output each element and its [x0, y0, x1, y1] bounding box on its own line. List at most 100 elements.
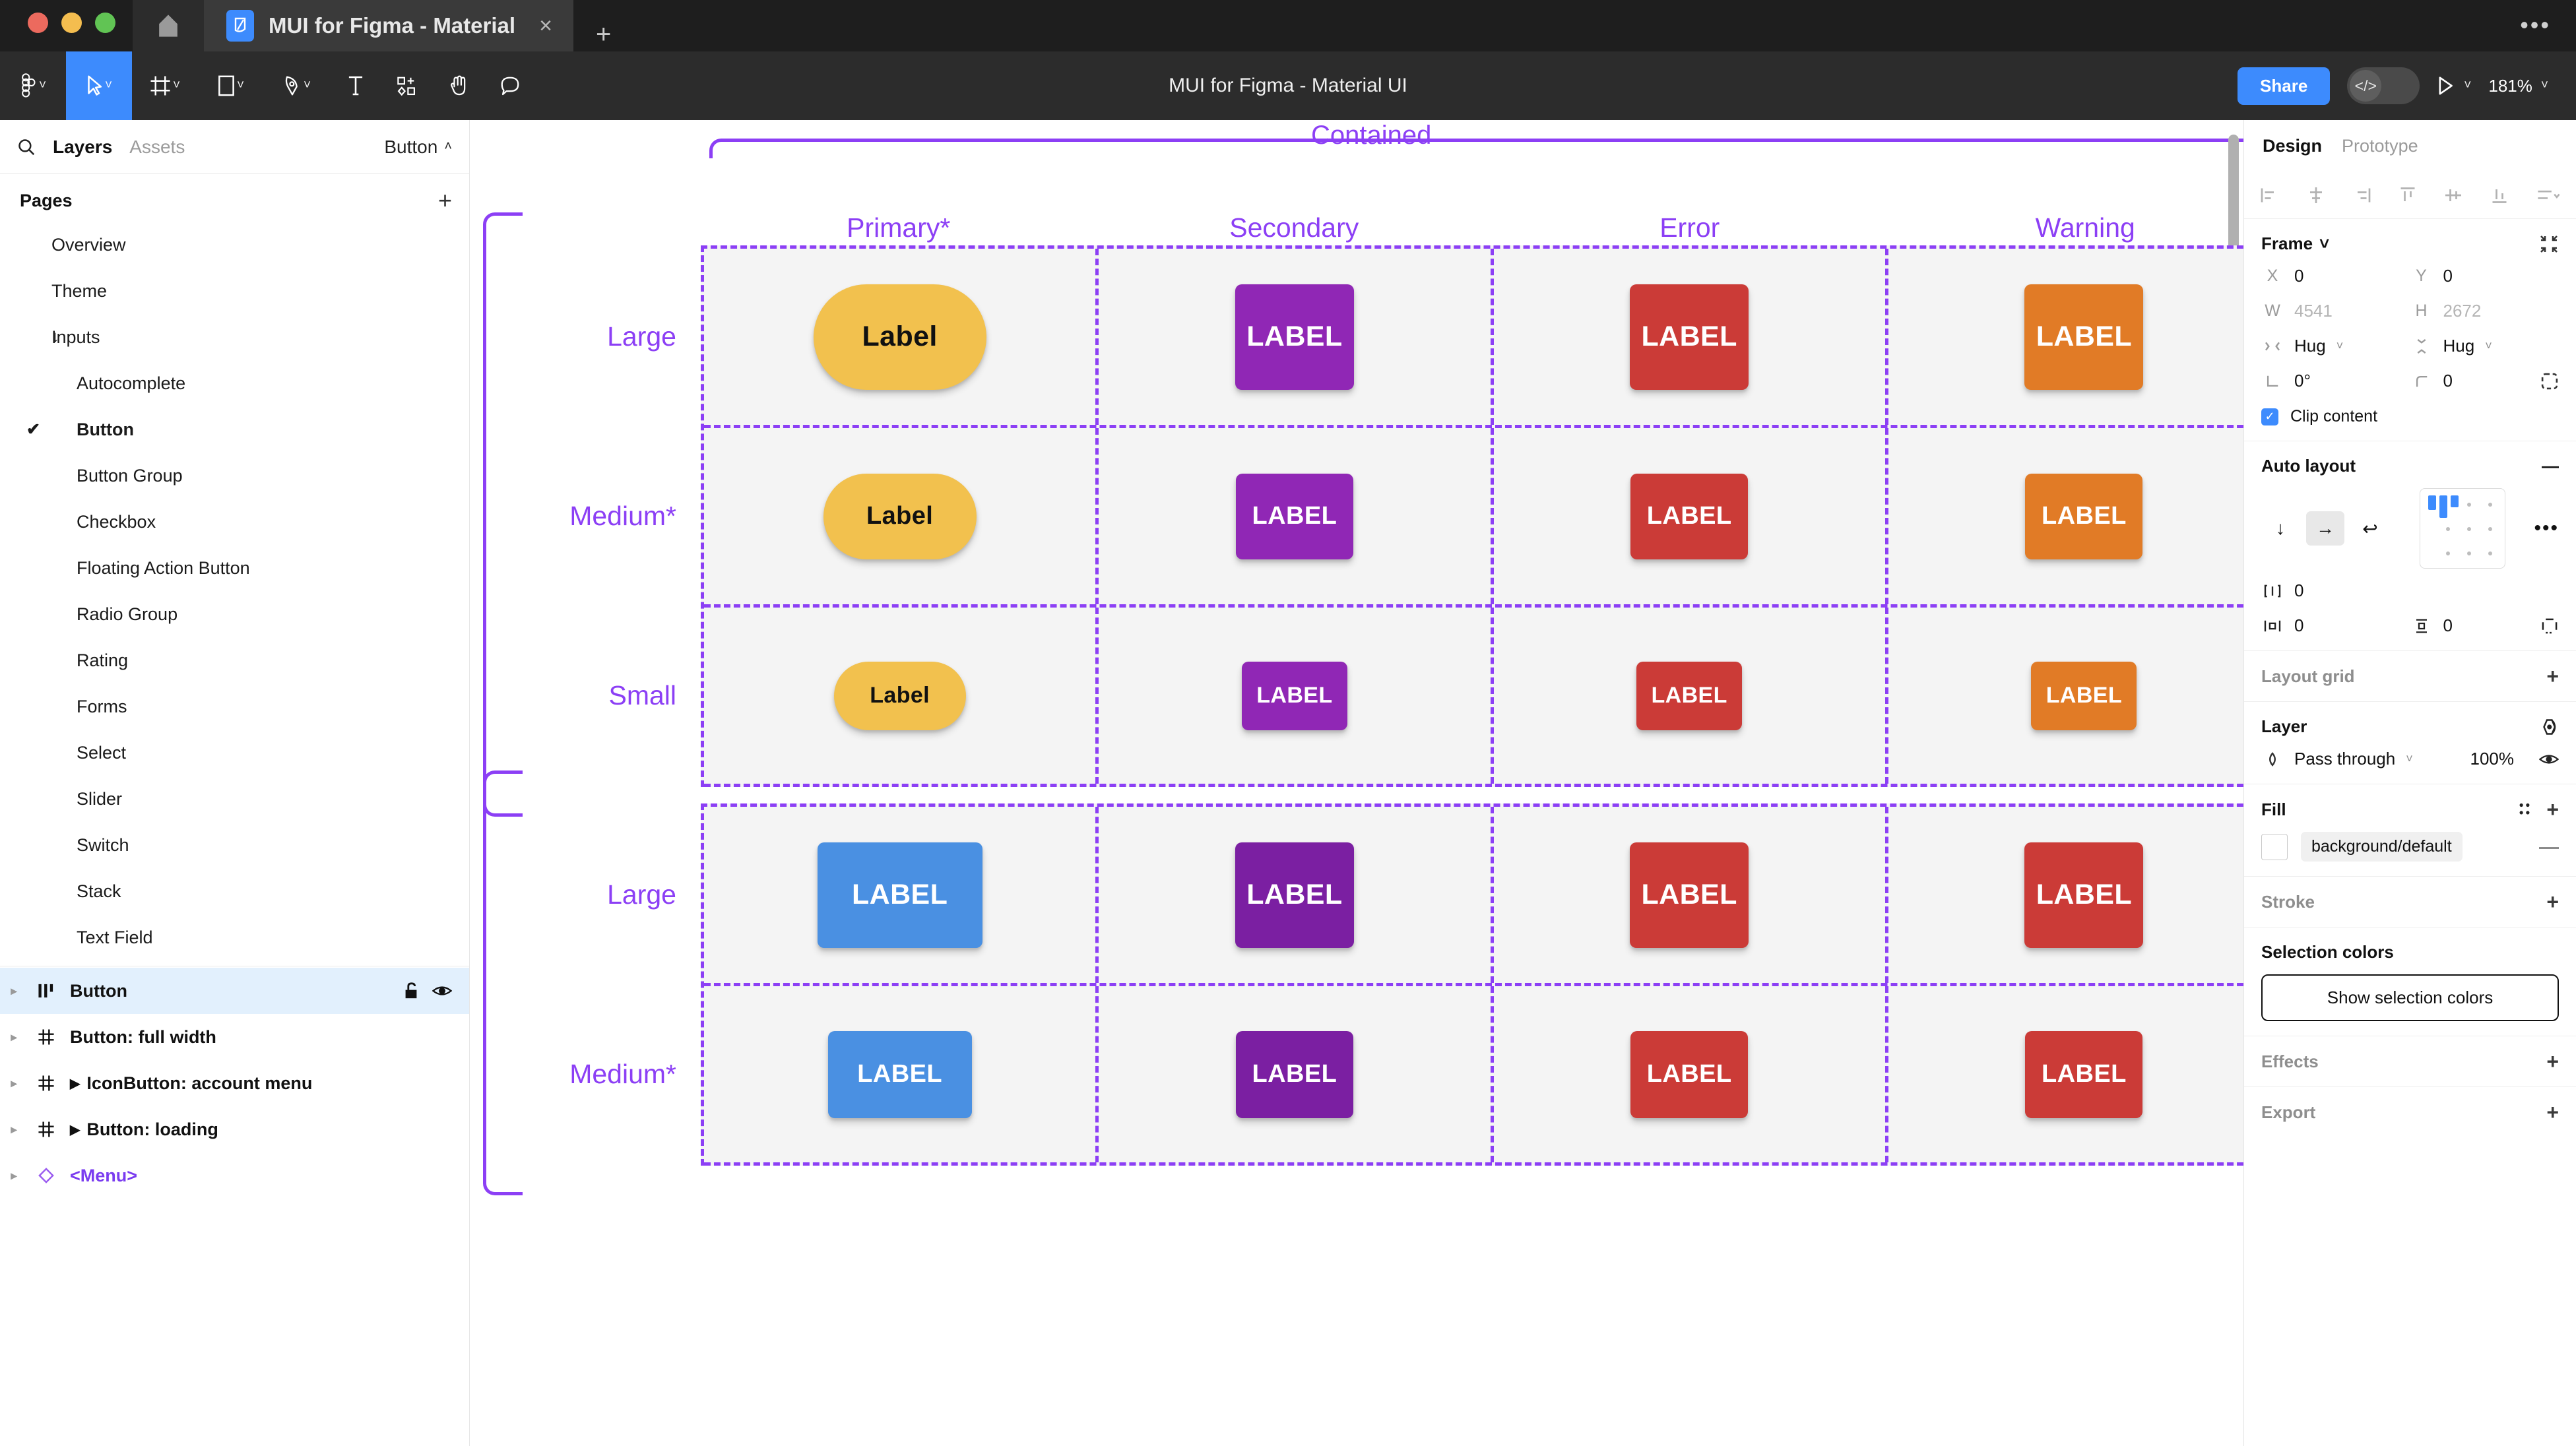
material-button[interactable]: Label: [813, 284, 986, 390]
page-item-select[interactable]: Select: [0, 730, 469, 776]
add-page-button[interactable]: +: [437, 187, 452, 214]
material-button[interactable]: LABEL: [1630, 473, 1749, 559]
rotation-field[interactable]: 0°: [2261, 371, 2410, 391]
layer-item[interactable]: ▸▶Button: loading: [0, 1106, 469, 1152]
page-item-button-group[interactable]: Button Group: [0, 453, 469, 499]
disclosure-triangle-icon[interactable]: ▸: [11, 1168, 17, 1182]
gap-field[interactable]: 0: [2261, 581, 2410, 601]
chevron-down-icon[interactable]: ˅: [104, 79, 113, 92]
tool-comment[interactable]: [484, 51, 536, 120]
chevron-down-icon[interactable]: ˅: [2540, 79, 2548, 92]
material-button[interactable]: LABEL: [1241, 661, 1347, 730]
eye-icon[interactable]: [2539, 752, 2559, 767]
fill-color-swatch[interactable]: [2261, 833, 2288, 860]
close-window-button[interactable]: [28, 13, 48, 33]
page-item-forms[interactable]: Forms: [0, 683, 469, 730]
tool-figma-menu[interactable]: ˅: [0, 51, 66, 120]
material-button[interactable]: LABEL: [2024, 284, 2144, 390]
material-button[interactable]: LABEL: [1630, 842, 1749, 948]
page-item-floating-action-button[interactable]: Floating Action Button: [0, 545, 469, 591]
add-export-button[interactable]: +: [2546, 1100, 2559, 1124]
chevron-down-icon[interactable]: ˅: [38, 79, 47, 92]
opacity-value[interactable]: 100%: [2470, 749, 2515, 769]
align-horizontal-center-icon[interactable]: [2306, 185, 2326, 205]
auto-layout-more-button[interactable]: •••: [2534, 517, 2559, 539]
window-overflow-menu[interactable]: •••: [2520, 11, 2551, 38]
chevron-down-icon[interactable]: ˅: [2319, 234, 2330, 253]
browser-tab[interactable]: MUI for Figma - Material UI ×: [204, 0, 573, 51]
disclosure-triangle-icon[interactable]: ▸: [11, 984, 17, 997]
tool-shape[interactable]: ˅: [198, 51, 264, 120]
tool-frame[interactable]: ˅: [132, 51, 198, 120]
independent-corners-button[interactable]: [2540, 372, 2559, 391]
layer-item[interactable]: ▸Button: full width: [0, 1014, 469, 1060]
material-button[interactable]: LABEL: [2025, 1030, 2143, 1118]
align-top-icon[interactable]: [2398, 185, 2418, 205]
unlock-icon[interactable]: [403, 982, 419, 1000]
search-icon[interactable]: [17, 138, 36, 156]
direction-vertical-button[interactable]: ↓: [2276, 518, 2285, 538]
vertical-resizing-field[interactable]: Hug ˅: [2410, 336, 2560, 356]
disclosure-triangle-icon[interactable]: ▸: [11, 1030, 17, 1044]
y-field[interactable]: Y 0: [2410, 266, 2560, 286]
page-item-checkbox[interactable]: Checkbox: [0, 499, 469, 545]
tool-text[interactable]: [330, 51, 381, 120]
clip-content-row[interactable]: ✓ Clip content: [2261, 407, 2559, 426]
maximize-window-button[interactable]: [95, 13, 115, 33]
material-button[interactable]: LABEL: [2031, 661, 2137, 730]
expand-triangle-icon[interactable]: ▶: [70, 1122, 80, 1137]
tab-prototype[interactable]: Prototype: [2342, 135, 2418, 156]
alignment-grid-picker[interactable]: [2420, 488, 2505, 569]
material-button[interactable]: LABEL: [2024, 842, 2144, 948]
home-button[interactable]: [133, 0, 204, 51]
material-button[interactable]: LABEL: [1235, 842, 1354, 948]
chevron-down-icon[interactable]: ˅: [2336, 339, 2344, 352]
individual-padding-button[interactable]: [2540, 617, 2559, 635]
chevron-down-icon[interactable]: ˅: [2464, 79, 2472, 92]
page-item-switch[interactable]: Switch: [0, 822, 469, 868]
direction-horizontal-button[interactable]: →: [2306, 511, 2344, 546]
disclosure-triangle-icon[interactable]: ▸: [11, 1122, 17, 1136]
remove-auto-layout-button[interactable]: —: [2542, 456, 2559, 476]
material-button[interactable]: Label: [833, 661, 966, 730]
align-right-icon[interactable]: [2352, 185, 2371, 205]
disclosure-triangle-icon[interactable]: ▸: [11, 1076, 17, 1090]
layer-item[interactable]: ▸<Menu>: [0, 1152, 469, 1199]
page-item-slider[interactable]: Slider: [0, 776, 469, 822]
width-field[interactable]: W 4541: [2261, 301, 2410, 321]
new-tab-button[interactable]: +: [596, 20, 612, 49]
page-item-stack[interactable]: Stack: [0, 868, 469, 914]
tool-pen[interactable]: ˅: [264, 51, 330, 120]
material-button[interactable]: LABEL: [1235, 1030, 1353, 1118]
align-bottom-icon[interactable]: [2490, 185, 2509, 205]
vertical-padding-field[interactable]: 0: [2410, 615, 2560, 636]
resize-to-fit-button[interactable]: [2539, 234, 2559, 254]
page-item-text-field[interactable]: Text Field: [0, 914, 469, 960]
material-button[interactable]: LABEL: [1235, 284, 1354, 390]
clip-content-checkbox[interactable]: ✓: [2261, 408, 2278, 425]
present-control[interactable]: ˅: [2437, 76, 2471, 96]
corner-radius-field[interactable]: 0: [2410, 371, 2560, 391]
frame-name-label[interactable]: Contained: [1311, 121, 1432, 150]
page-item-radio-group[interactable]: Radio Group: [0, 591, 469, 637]
zoom-control[interactable]: 181% ˅: [2488, 76, 2548, 96]
page-selector[interactable]: Button ˄: [384, 137, 452, 158]
material-button[interactable]: LABEL: [2025, 473, 2143, 559]
tab-design[interactable]: Design: [2263, 135, 2323, 156]
material-button[interactable]: LABEL: [1235, 473, 1353, 559]
page-item-rating[interactable]: Rating: [0, 637, 469, 683]
show-selection-colors-button[interactable]: Show selection colors: [2261, 974, 2559, 1021]
expand-triangle-icon[interactable]: ▶: [70, 1076, 80, 1091]
page-item-overview[interactable]: Overview: [0, 222, 469, 268]
add-stroke-button[interactable]: +: [2546, 890, 2559, 914]
chevron-down-icon[interactable]: ˅: [236, 79, 245, 92]
layer-item[interactable]: ▸Button: [0, 968, 469, 1014]
material-button[interactable]: LABEL: [827, 1030, 972, 1118]
x-field[interactable]: X 0: [2261, 266, 2410, 286]
material-button[interactable]: Label: [823, 473, 977, 559]
layer-item[interactable]: ▸▶IconButton: account menu: [0, 1060, 469, 1106]
tab-assets[interactable]: Assets: [129, 136, 185, 157]
horizontal-resizing-field[interactable]: Hug ˅: [2261, 336, 2410, 356]
height-field[interactable]: H 2672: [2410, 301, 2560, 321]
